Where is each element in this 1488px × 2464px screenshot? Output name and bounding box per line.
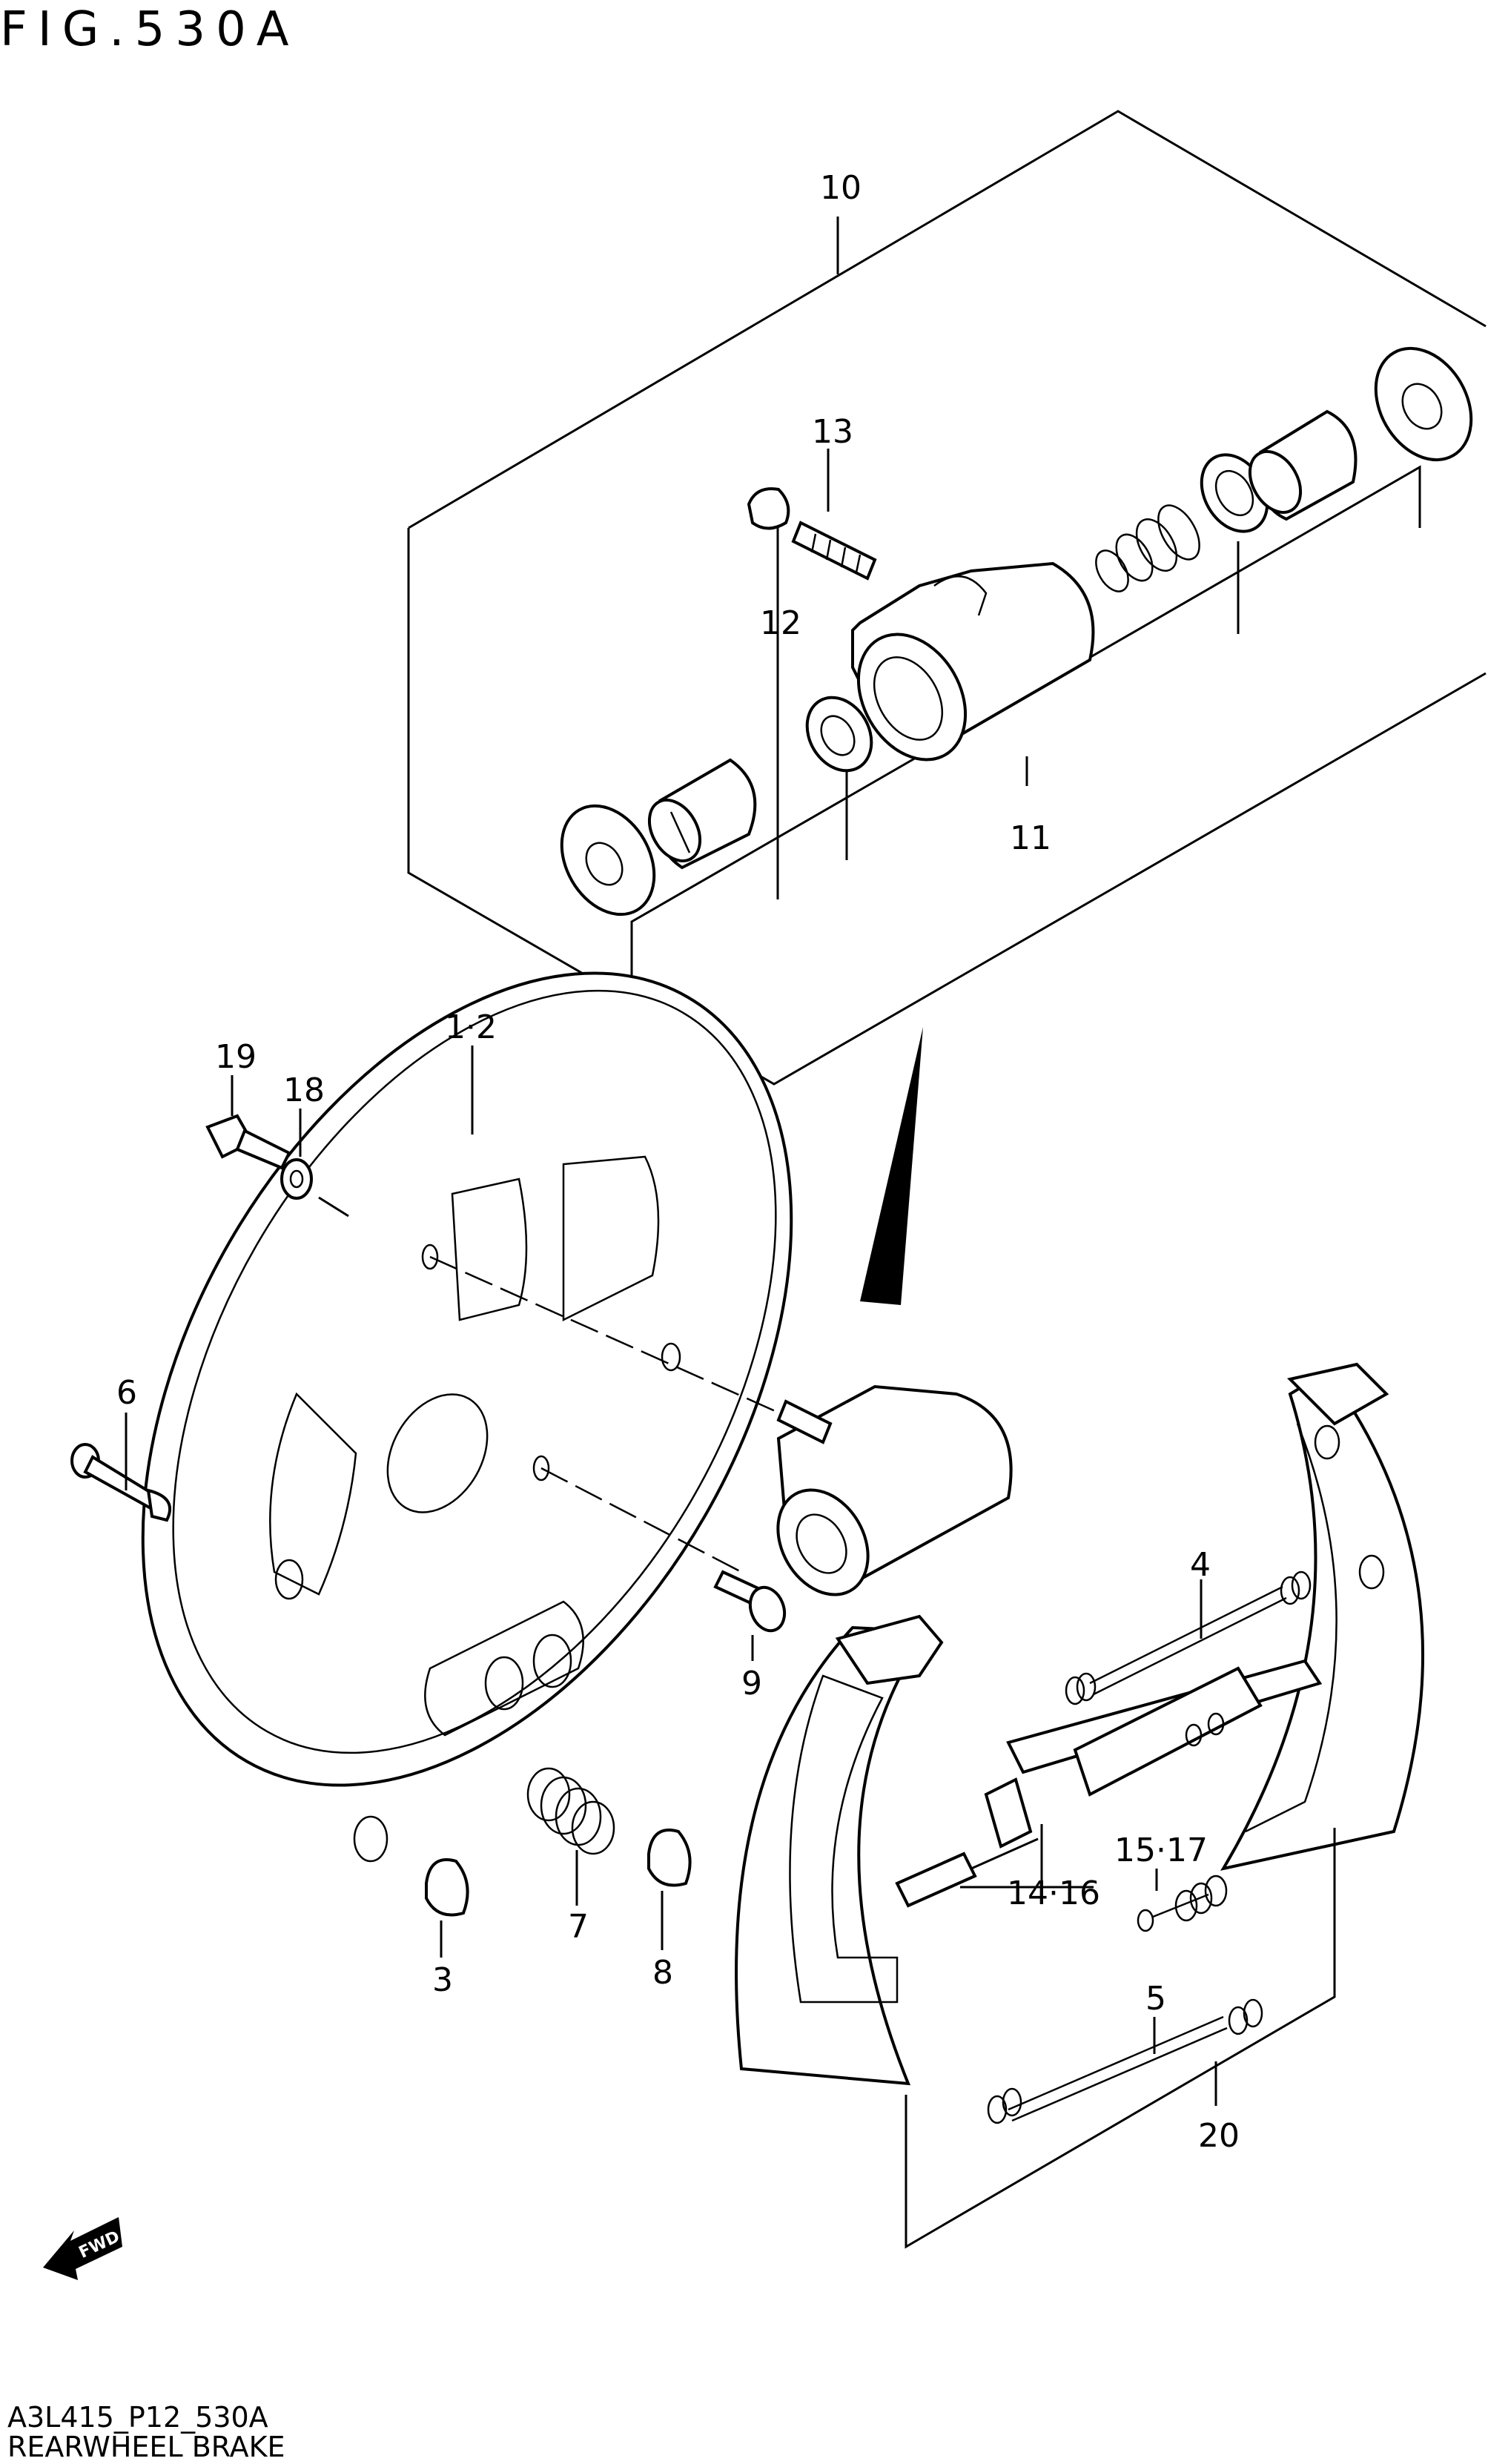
figure-title: FIG.530A bbox=[0, 2, 300, 57]
hold-down-spring-7 bbox=[526, 1767, 615, 1906]
return-spring-5 bbox=[987, 1998, 1263, 2124]
callout-20: 20 bbox=[1198, 2117, 1240, 2155]
callout-4: 4 bbox=[1190, 1546, 1211, 1584]
piston-right bbox=[1248, 409, 1358, 521]
cup-left bbox=[805, 696, 873, 773]
forward-direction-badge: FWD bbox=[43, 2217, 122, 2280]
wheel-cylinder-assembled bbox=[776, 1384, 1013, 1596]
callout-19: 19 bbox=[215, 1038, 257, 1076]
callout-10: 10 bbox=[820, 169, 862, 207]
callout-5: 5 bbox=[1145, 1980, 1166, 2018]
return-spring-4 bbox=[1065, 1570, 1312, 1705]
callout-15-17: 15·17 bbox=[1114, 1832, 1208, 1869]
piston-left bbox=[647, 758, 757, 870]
cup-3 bbox=[425, 1858, 469, 1958]
brake-shoe-left bbox=[735, 1614, 944, 2086]
parking-lever-strut bbox=[1006, 1659, 1323, 1797]
bleeder-screw bbox=[791, 521, 877, 581]
spring-15-17 bbox=[1137, 1869, 1228, 1932]
pin-6 bbox=[70, 1413, 171, 1522]
assembly-pointer bbox=[860, 1027, 923, 1305]
bleeder-cap bbox=[747, 487, 790, 530]
callout-8: 8 bbox=[652, 1954, 673, 1992]
cup-8 bbox=[647, 1829, 692, 1950]
brake-shoe-right bbox=[1220, 1362, 1424, 1871]
callout-11: 11 bbox=[1010, 819, 1051, 857]
callout-18: 18 bbox=[283, 1071, 325, 1109]
boot-right bbox=[1374, 346, 1473, 462]
bolt-19 bbox=[205, 1075, 291, 1170]
washer-18 bbox=[280, 1109, 349, 1218]
cylinder-spring bbox=[1095, 504, 1200, 592]
callout-7: 7 bbox=[568, 1908, 589, 1946]
bolt-9 bbox=[713, 1570, 787, 1661]
callout-13: 13 bbox=[812, 413, 853, 451]
callout-12: 12 bbox=[760, 604, 801, 642]
adjuster-14-16 bbox=[895, 1777, 1094, 1908]
callout-6: 6 bbox=[116, 1374, 137, 1412]
callout-14-16: 14·16 bbox=[1007, 1875, 1100, 1912]
callout-3: 3 bbox=[432, 1961, 453, 1999]
cylinder-body-kit bbox=[851, 561, 1095, 762]
figure-caption: REARWHEEL BRAKE bbox=[7, 2431, 285, 2463]
callout-9: 9 bbox=[741, 1665, 762, 1702]
callout-1-2: 1·2 bbox=[445, 1008, 497, 1046]
alignment-line-upper bbox=[429, 1255, 779, 1414]
bracket-20 bbox=[905, 1828, 1336, 2249]
bracket-11 bbox=[630, 465, 1421, 985]
figure-code: A3L415_P12_530A bbox=[7, 2401, 268, 2434]
boot-left bbox=[560, 804, 656, 916]
